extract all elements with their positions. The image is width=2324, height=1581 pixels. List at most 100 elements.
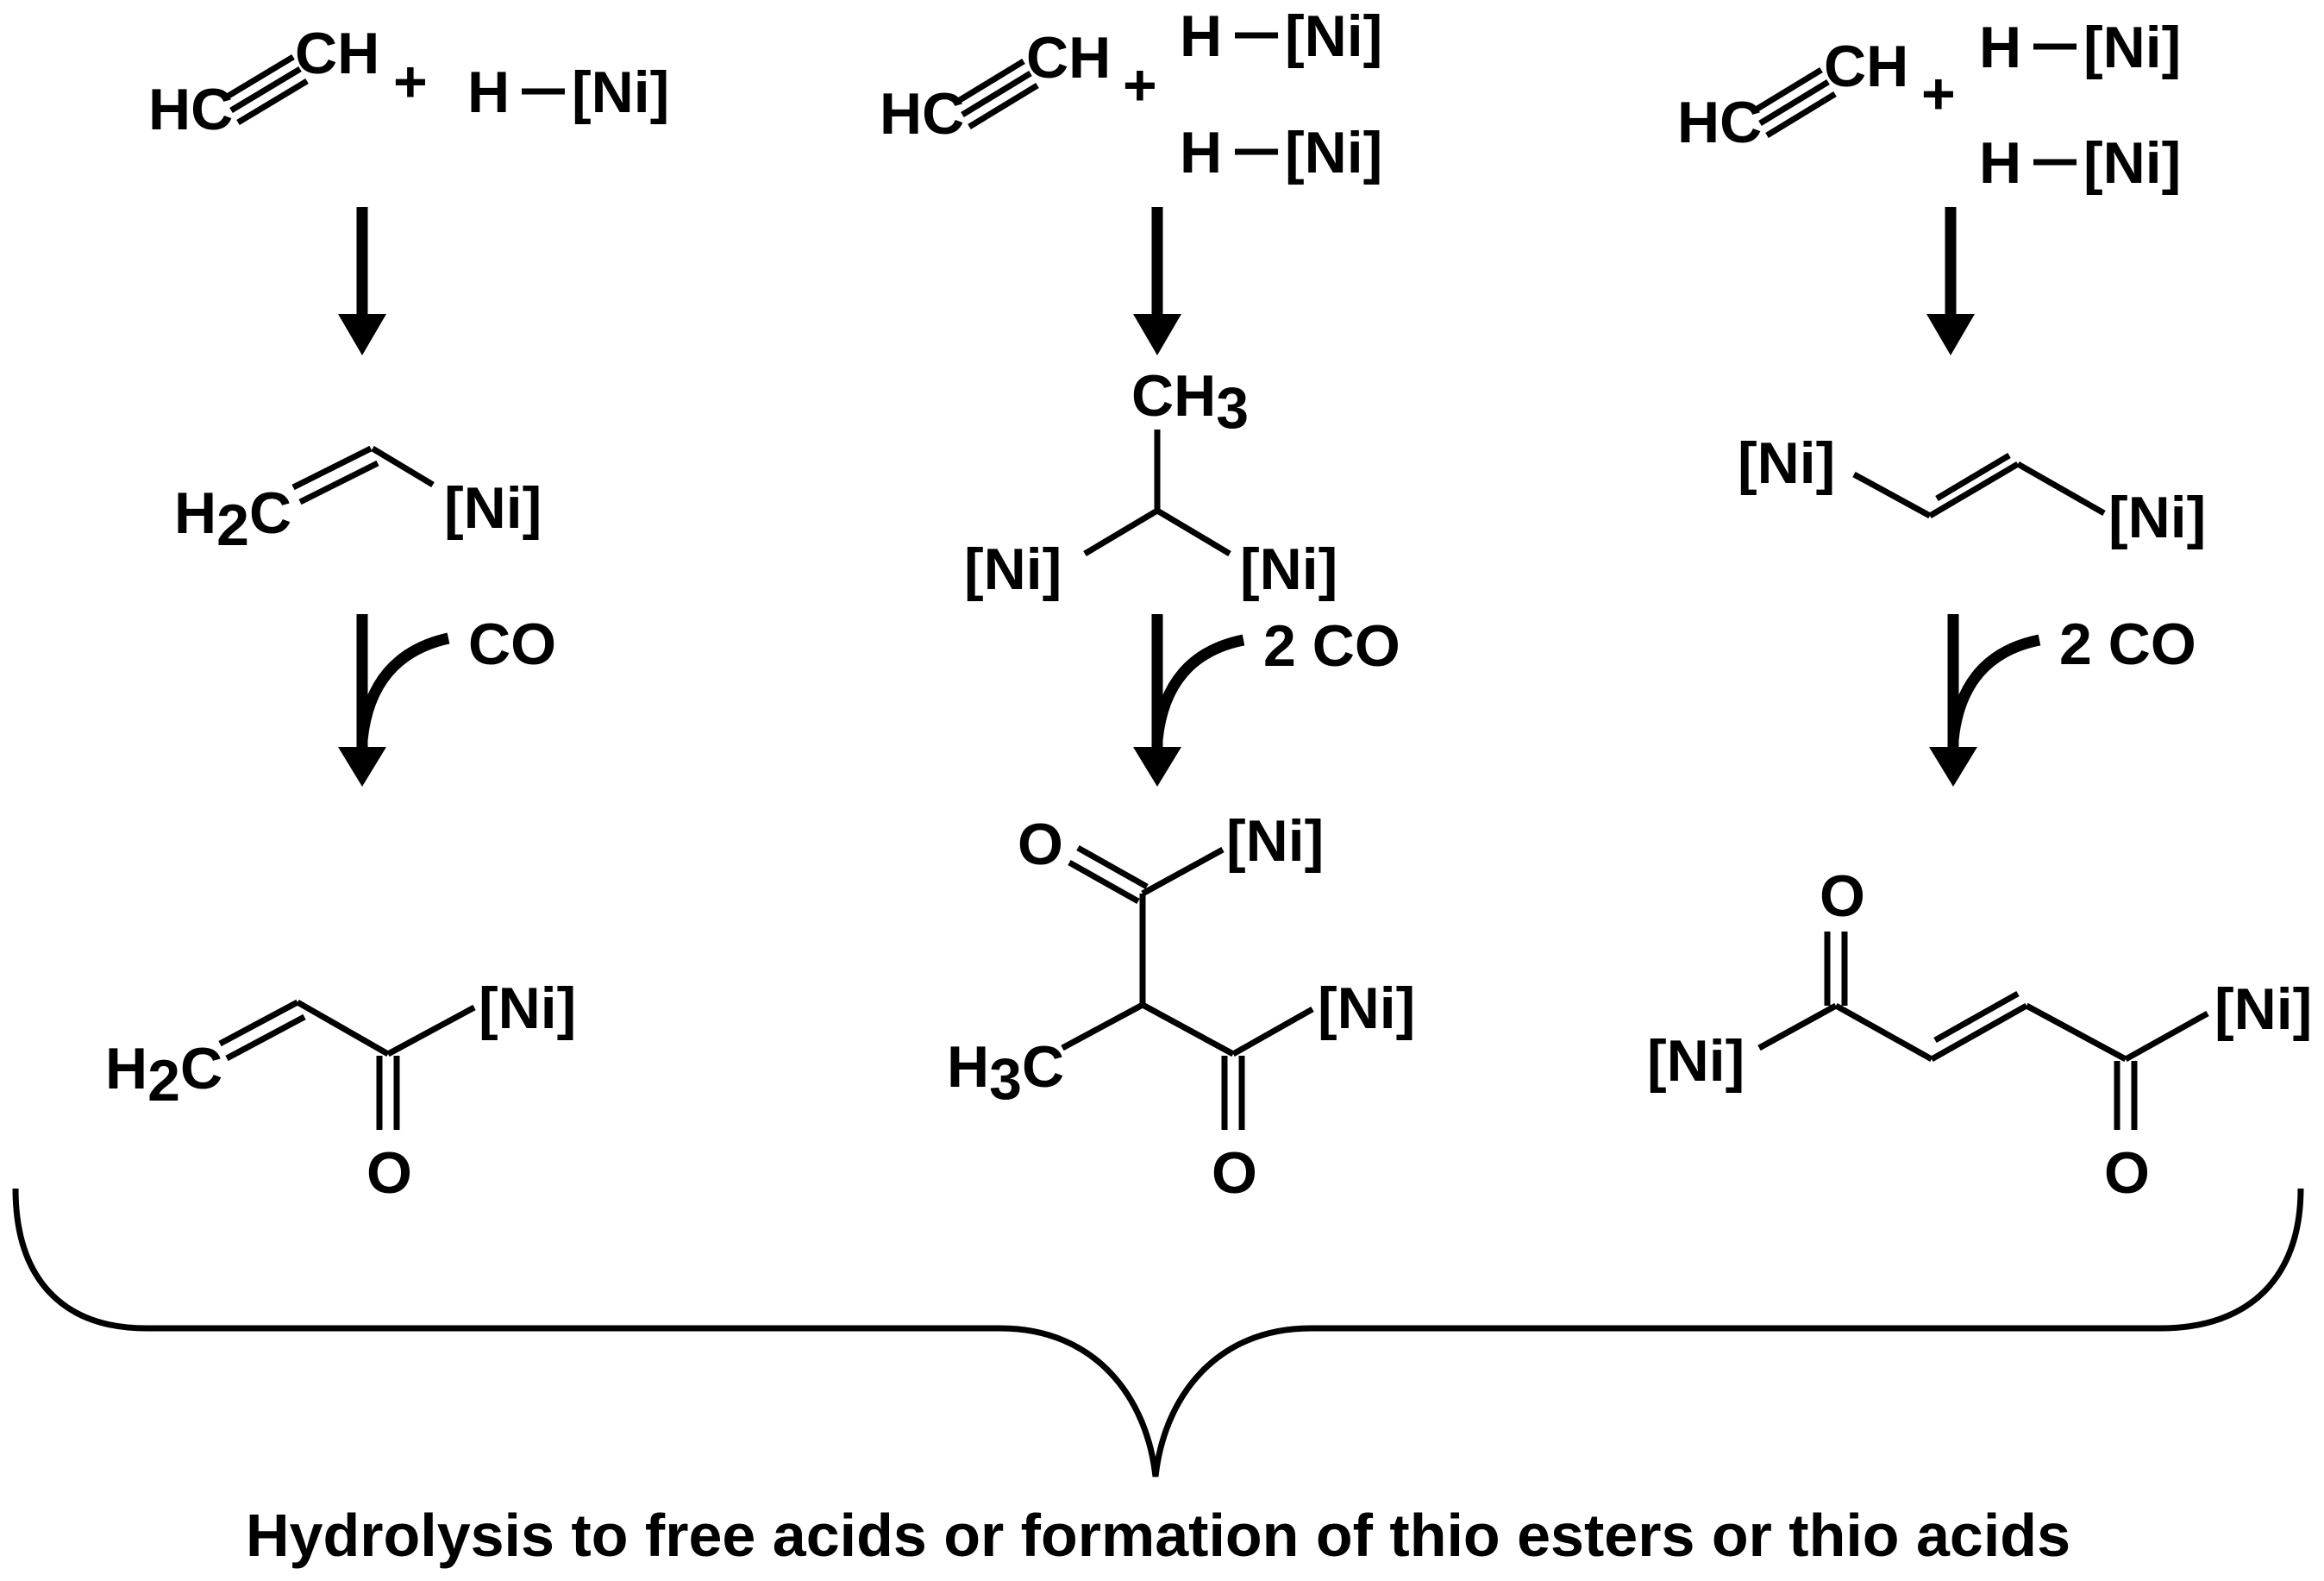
acetylene-2: HC CH (880, 25, 1111, 147)
double-bond (1928, 461, 2020, 519)
double-bond (298, 460, 379, 505)
c-ni-bond (1852, 471, 1932, 519)
fumaroyl-dinickel: O [Ni] [Ni] O (1647, 863, 2312, 1206)
double-bond (225, 1013, 306, 1062)
arrowhead (338, 747, 386, 787)
caption: Hydrolysis to free acids or formation of… (246, 1502, 2070, 1569)
triple-bond (1765, 91, 1837, 138)
c-ni-bond (1141, 846, 1225, 897)
carbonyl-bond (1076, 844, 1149, 890)
reagent-2co: 2 CO (1263, 613, 1400, 679)
atom-ni: [Ni] (2108, 485, 2206, 550)
nickel-hydride-2b: H [Ni] (1180, 120, 1382, 185)
co-insertion-arrow: CO (338, 612, 556, 787)
atom-ni: [Ni] (964, 536, 1062, 602)
nickel-hydride-3b: H [Ni] (1979, 130, 2181, 196)
atom-ni: [Ni] (1318, 976, 1415, 1041)
triple-bond (1758, 79, 1830, 126)
double-bond (1933, 990, 2020, 1044)
arrowhead (1926, 314, 1975, 355)
triple-bond (1751, 67, 1823, 114)
acetylene-3: HC CH (1677, 34, 1908, 155)
acetylene-1: HC CH (148, 21, 379, 142)
atom-ni: [Ni] (479, 976, 576, 1041)
ethylidene-dinickel: CH3 [Ni] [Ni] (964, 363, 1337, 602)
double-bond (1930, 1002, 2028, 1063)
methylmalonyl-dinickel: O [Ni] H3C [Ni] O (947, 808, 1415, 1206)
c-c-bond (1834, 1002, 1933, 1063)
atom-ni: [Ni] (572, 60, 669, 125)
c-c-bond (1141, 1001, 1235, 1057)
atom-ni: [Ni] (2083, 130, 2181, 196)
c-ni-bond (386, 1004, 476, 1057)
triple-bond (236, 78, 309, 126)
atom-h: H (1180, 3, 1222, 69)
atom-ni: [Ni] (1285, 120, 1382, 185)
reaction-arrow (1926, 207, 1975, 355)
co-insertion-arrow: 2 CO (1929, 612, 2196, 787)
nickel-hydride-3a: H [Ni] (1979, 15, 2181, 80)
atom-ni: [Ni] (1240, 536, 1337, 602)
atom-ch3: CH3 (1131, 363, 1249, 441)
c-ni-bond (371, 445, 435, 488)
c-c-bond (1061, 1001, 1144, 1051)
atom-o: O (2104, 1140, 2150, 1206)
co-insertion-arrow: 2 CO (1133, 613, 1400, 787)
atom-ni: [Ni] (444, 475, 542, 541)
atom-ch: CH (295, 21, 379, 86)
vinyl-nickel: H2C [Ni] (174, 445, 542, 558)
column-2-pathway: HC CH + H [Ni] H [Ni] CH3 [Ni] [Ni] (880, 3, 1415, 1206)
vinylene-dinickel: [Ni] [Ni] (1738, 430, 2206, 550)
arrowhead (1133, 747, 1181, 787)
arrowhead (1929, 747, 1977, 787)
plus-sign: + (1123, 53, 1157, 118)
c-c-bond (296, 999, 390, 1057)
c-c-bond (2025, 1002, 2127, 1063)
c-ni-bond (1757, 1002, 1838, 1051)
reaction-arrow (1133, 207, 1181, 355)
atom-h: H (1979, 15, 2021, 80)
atom-hc: HC (148, 77, 233, 142)
atom-h: H (467, 60, 510, 125)
arrowhead (338, 314, 386, 355)
atom-hc: HC (880, 81, 964, 147)
atom-o: O (1018, 812, 1063, 877)
acryloyl-nickel: H2C [Ni] O (105, 976, 576, 1206)
atom-ch: CH (1824, 34, 1908, 99)
nickel-hydride-2a: H [Ni] (1180, 3, 1382, 69)
atom-hc: HC (1677, 90, 1762, 155)
column-3-pathway: HC CH + H [Ni] H [Ni] [Ni] [Ni] (1647, 15, 2312, 1206)
c-ni-bond (2124, 1010, 2209, 1063)
atom-o: O (1820, 863, 1865, 929)
curly-brace (12, 1188, 2304, 1477)
double-bond (291, 445, 373, 491)
carbonyl-bond (1068, 859, 1140, 905)
triple-bond (968, 83, 1039, 129)
atom-ni: [Ni] (1226, 808, 1324, 874)
column-1-pathway: HC CH + H [Ni] H2C [Ni] CO (105, 21, 669, 1206)
plus-sign: + (393, 49, 428, 115)
atom-ni: [Ni] (2083, 15, 2181, 80)
double-bond (1935, 452, 2011, 502)
atom-ni: [Ni] (1285, 3, 1382, 69)
reagent-2co: 2 CO (2059, 612, 2196, 677)
atom-o: O (366, 1140, 412, 1206)
atom-h: H (1979, 130, 2021, 196)
atom-ni: [Ni] (2214, 976, 2312, 1042)
plus-sign: + (1921, 61, 1956, 127)
arrowhead (1133, 314, 1181, 355)
c-ni-bond (1156, 507, 1231, 557)
triple-bond (954, 59, 1025, 105)
c-ni-bond (1231, 1006, 1314, 1057)
atom-h2c: H2C (174, 480, 291, 558)
reagent-co: CO (468, 612, 556, 677)
atom-ni: [Ni] (1647, 1028, 1745, 1094)
atom-ni: [Ni] (1738, 430, 1835, 496)
nickel-hydride-1: H [Ni] (467, 60, 669, 125)
c-ni-bond (2016, 461, 2106, 517)
reaction-arrow (338, 207, 386, 355)
atom-o: O (1212, 1140, 1257, 1206)
atom-h: H (1180, 120, 1222, 185)
triple-bond (961, 71, 1032, 117)
atom-ch: CH (1026, 25, 1111, 91)
